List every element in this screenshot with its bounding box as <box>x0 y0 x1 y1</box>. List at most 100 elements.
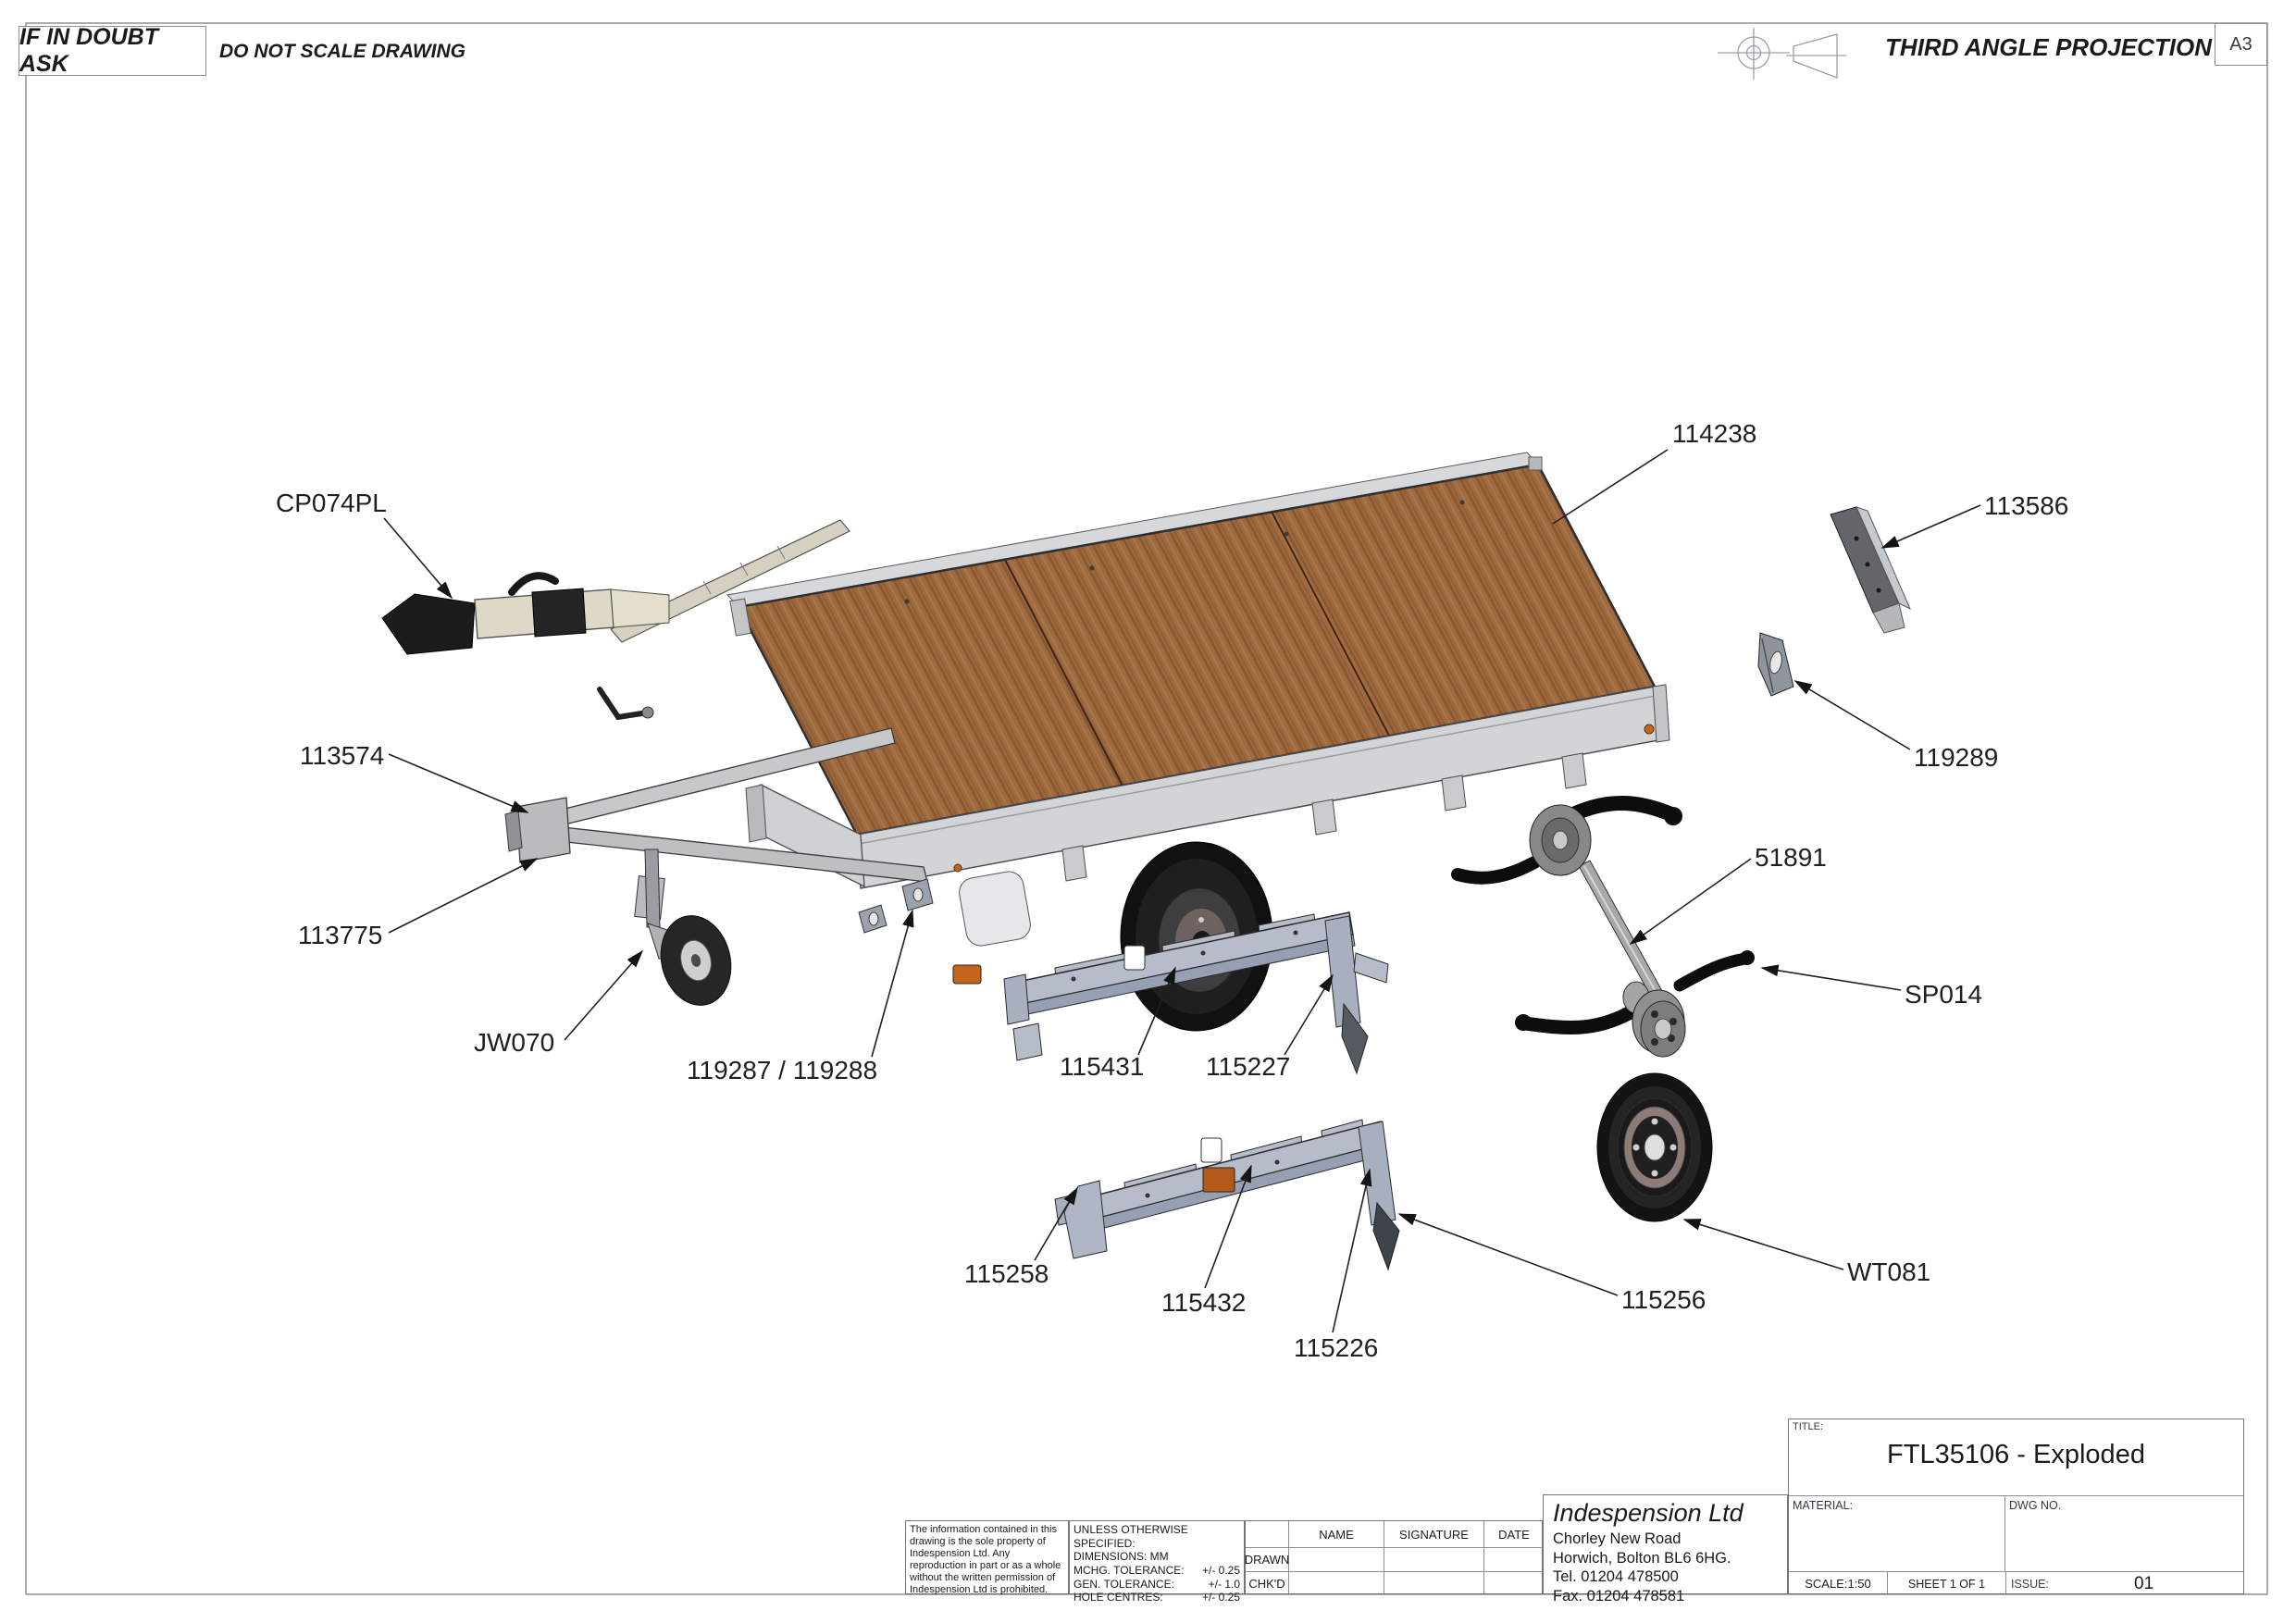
leader-115432 <box>1204 1164 1252 1289</box>
tolerance-value: +/- 0.25 <box>1201 1591 1240 1604</box>
leader-115226 <box>1332 1168 1372 1333</box>
issue-value: 01 <box>2134 1573 2154 1593</box>
sign-off-empty-cell <box>1384 1548 1484 1572</box>
part-label-113586: 113586 <box>1984 491 2068 520</box>
sign-off-empty-cell <box>1289 1572 1384 1595</box>
leader-114238 <box>1552 449 1669 525</box>
third-angle-projection-icon <box>1718 28 1846 80</box>
part-label-113574: 113574 <box>300 741 384 770</box>
tolerance-row: DIMENSIONS: MM <box>1074 1550 1240 1564</box>
leader-113586 <box>1880 504 1981 549</box>
material-label: MATERIAL: <box>1793 1499 1854 1512</box>
leader-119289 <box>1793 680 1911 750</box>
leader-51891 <box>1629 858 1752 945</box>
part-label-115226: 115226 <box>1294 1333 1378 1362</box>
title-cell: TITLE: FTL35106 - Exploded <box>1789 1419 2243 1496</box>
company-fax: Fax. 01204 478581 <box>1553 1587 1685 1604</box>
scale-cell: SCALE:1:50 <box>1789 1572 1888 1595</box>
tolerance-value: +/- 0.25 <box>1201 1563 1240 1577</box>
part-label-115432: 115432 <box>1161 1288 1246 1317</box>
sign-off-chkd-label: CHK'D <box>1246 1572 1289 1595</box>
sign-off-empty-cell <box>1484 1548 1544 1572</box>
sign-off-drawn-label: DRAWN <box>1245 1548 1289 1572</box>
part-side-member-lower <box>1054 1119 1400 1271</box>
sign-off-date-header: DATE <box>1484 1521 1544 1548</box>
sheet-size-label: A3 <box>2229 33 2253 55</box>
leader-115256 <box>1397 1213 1619 1296</box>
dwg-no-cell: DWG NO. <box>2005 1496 2243 1571</box>
disclaimer-text: The information contained in this drawin… <box>910 1524 1061 1595</box>
part-jockey-wheel <box>634 849 732 1006</box>
sign-off-name-header: NAME <box>1289 1521 1384 1548</box>
part-bracket-119289 <box>1757 632 1794 697</box>
leader-lines <box>383 449 1981 1333</box>
part-side-member-upper <box>1003 911 1389 1075</box>
company-tel: Tel. 01204 478500 <box>1553 1568 1679 1586</box>
sheet-cell: SHEET 1 OF 1 <box>1888 1572 2006 1595</box>
leader-wt081 <box>1682 1219 1844 1270</box>
leader-sp014 <box>1760 964 1902 991</box>
sign-off-corner-cell <box>1246 1521 1289 1548</box>
tolerance-row: HOLE CENTRES: +/- 0.25 <box>1074 1591 1240 1604</box>
part-label-51891: 51891 <box>1755 843 1827 872</box>
part-label-sp014: SP014 <box>1905 980 1982 1009</box>
part-label-115431: 115431 <box>1060 1052 1144 1081</box>
sign-off-empty-cell <box>1289 1548 1384 1572</box>
part-label-115256: 115256 <box>1621 1285 1706 1314</box>
disclaimer-box: The information contained in this drawin… <box>905 1520 1069 1595</box>
company-address-2: Horwich, Bolton BL6 6HG. <box>1553 1549 1731 1567</box>
company-address-1: Chorley New Road <box>1553 1530 1682 1547</box>
part-label-jw070: JW070 <box>474 1028 554 1057</box>
leader-115227 <box>1284 973 1334 1056</box>
leader-113775 <box>388 858 539 934</box>
leader-115431 <box>1137 966 1176 1056</box>
tolerance-value: +/- 1.0 <box>1208 1577 1240 1591</box>
tolerance-label: HOLE CENTRES: <box>1074 1591 1163 1604</box>
part-drawbar <box>504 727 928 883</box>
part-label-119289: 119289 <box>1914 743 1998 772</box>
part-label-113775: 113775 <box>298 921 382 949</box>
part-coupling <box>381 519 850 721</box>
material-cell: MATERIAL: <box>1789 1496 2005 1571</box>
leader-cp074pl <box>383 517 453 600</box>
tolerance-label: DIMENSIONS: MM <box>1074 1550 1169 1564</box>
if-in-doubt-ask-box: IF IN DOUBT ASK <box>19 24 206 77</box>
part-label-114238: 114238 <box>1672 419 1756 448</box>
title-label: TITLE: <box>1793 1421 1824 1432</box>
part-label-cp074pl: CP074PL <box>276 489 387 517</box>
sheet-size-box: A3 <box>2215 23 2267 66</box>
tolerance-row: GEN. TOLERANCE: +/- 1.0 <box>1074 1578 1240 1592</box>
title-block: TITLE: FTL35106 - Exploded MATERIAL: DWG… <box>1788 1419 2244 1595</box>
part-label-115227: 115227 <box>1206 1052 1290 1081</box>
tolerance-label: MCHG. TOLERANCE: <box>1074 1563 1185 1577</box>
do-not-scale-label: DO NOT SCALE DRAWING <box>219 41 465 62</box>
leader-115258 <box>1034 1186 1078 1261</box>
if-in-doubt-ask-label: IF IN DOUBT ASK <box>19 24 158 77</box>
sign-off-empty-cell <box>1384 1572 1484 1595</box>
tolerance-box: UNLESS OTHERWISE SPECIFIED: DIMENSIONS: … <box>1069 1520 1245 1604</box>
part-label-119287-119288: 119287 / 119288 <box>687 1056 877 1084</box>
leader-113574 <box>388 753 529 813</box>
dwg-no-label: DWG NO. <box>2009 1499 2062 1512</box>
third-angle-projection-label: THIRD ANGLE PROJECTION <box>1885 33 2212 61</box>
leader-119287-119288 <box>871 909 914 1058</box>
part-plate-113586 <box>1830 506 1912 634</box>
sign-off-table: NAME SIGNATURE DATE DRAWN CHK'D <box>1245 1520 1544 1595</box>
tolerance-row: MCHG. TOLERANCE: +/- 0.25 <box>1074 1564 1240 1578</box>
sheet-border <box>25 22 2268 1595</box>
part-label-115258: 115258 <box>964 1259 1049 1288</box>
company-name: Indespension Ltd <box>1553 1499 1744 1527</box>
part-spare-wheel <box>1596 1072 1713 1222</box>
sign-off-empty-cell <box>1484 1572 1544 1595</box>
part-label-wt081: WT081 <box>1847 1258 1930 1286</box>
exploded-trailer-illustration: CP074PL 114238 113586 119289 113574 1137… <box>276 419 2068 1362</box>
leader-jw070 <box>564 949 644 1041</box>
company-box: Indespension Ltd Chorley New Road Horwic… <box>1543 1494 1788 1604</box>
sign-off-signature-header: SIGNATURE <box>1384 1521 1484 1548</box>
part-labels: CP074PL 114238 113586 119289 113574 1137… <box>276 419 2068 1362</box>
issue-cell: ISSUE: 01 <box>2006 1572 2243 1595</box>
tolerance-heading: UNLESS OTHERWISE SPECIFIED: <box>1074 1523 1188 1550</box>
issue-label: ISSUE: <box>2011 1577 2049 1591</box>
